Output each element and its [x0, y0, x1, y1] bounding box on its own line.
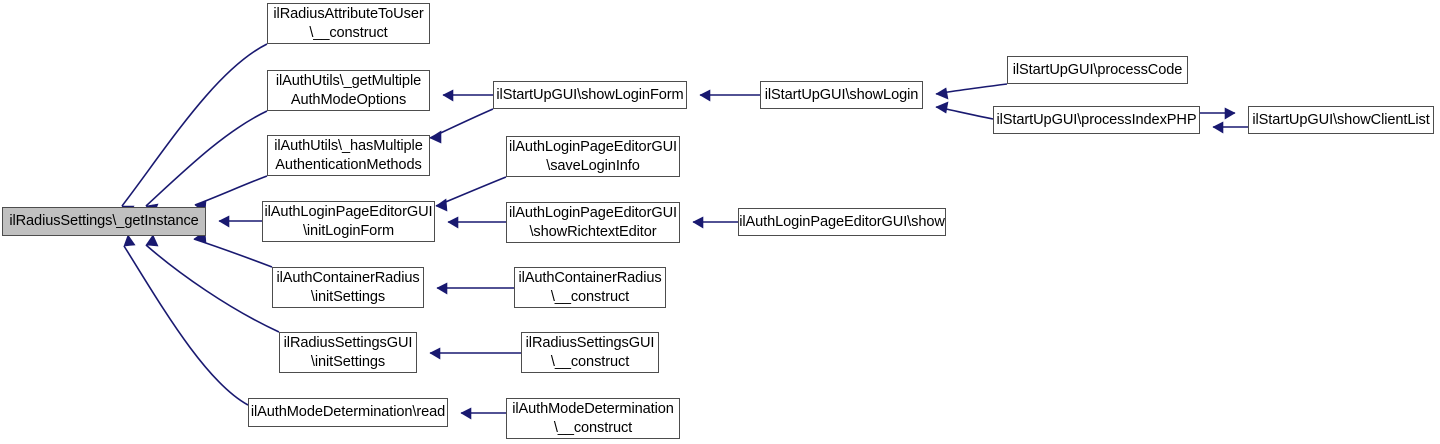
graph-node-label: ilRadiusSettingsGUI \__construct	[525, 334, 655, 370]
graph-node-modeDeterminationConstruct[interactable]: ilAuthModeDetermination \__construct	[506, 398, 680, 439]
graph-node-label: ilAuthContainerRadius \__construct	[518, 269, 662, 305]
arrowhead-icon	[442, 89, 454, 102]
graph-node-label: ilRadiusAttributeToUser \__construct	[273, 5, 424, 41]
graph-node-radiusAttributeToUserConstruct[interactable]: ilRadiusAttributeToUser \__construct	[267, 3, 430, 44]
graph-node-label: ilStartUpGUI\showClientList	[1252, 111, 1430, 128]
arrowhead-icon	[692, 216, 704, 229]
arrowhead-icon	[429, 347, 441, 360]
graph-node-label: ilStartUpGUI\showLoginForm	[496, 86, 684, 103]
arrowhead-icon	[1212, 121, 1224, 134]
graph-node-label: ilRadiusSettingsGUI \initSettings	[283, 334, 413, 370]
graph-node-showRichtextEditor[interactable]: ilAuthLoginPageEditorGUI \showRichtextEd…	[506, 202, 680, 243]
call-edge-getMultipleAuthModeOptions-to-getInstance	[145, 110, 268, 207]
arrowhead-icon	[935, 87, 949, 100]
arrowhead-icon	[123, 234, 136, 247]
graph-node-processCode[interactable]: ilStartUpGUI\processCode	[1007, 56, 1188, 84]
arrowhead-icon	[145, 234, 159, 247]
arrowhead-icon	[218, 215, 230, 228]
call-edge-hasMultipleAuthenticationMethods-to-getInstance	[194, 175, 268, 206]
graph-node-showLogin[interactable]: ilStartUpGUI\showLogin	[760, 81, 923, 109]
arrowhead-icon	[435, 198, 448, 212]
graph-node-label: ilAuthLoginPageEditorGUI\show	[739, 213, 945, 230]
graph-node-label: ilAuthLoginPageEditorGUI \showRichtextEd…	[509, 204, 677, 240]
graph-node-label: ilAuthModeDetermination\read	[250, 404, 446, 421]
graph-node-label: ilStartUpGUI\processCode	[1012, 61, 1183, 78]
graph-node-processIndexPHP[interactable]: ilStartUpGUI\processIndexPHP	[993, 106, 1200, 134]
graph-node-modeDeterminationRead[interactable]: ilAuthModeDetermination\read	[248, 398, 448, 427]
graph-node-initLoginForm[interactable]: ilAuthLoginPageEditorGUI \initLoginForm	[262, 201, 435, 242]
arrowhead-icon	[429, 130, 442, 144]
graph-node-label: ilStartUpGUI\showLogin	[764, 86, 919, 103]
graph-node-containerRadiusConstruct[interactable]: ilAuthContainerRadius \__construct	[514, 267, 666, 308]
graph-node-containerRadiusInitSettings[interactable]: ilAuthContainerRadius \initSettings	[272, 267, 424, 308]
graph-node-label: ilAuthModeDetermination \__construct	[512, 400, 674, 436]
graph-node-label: ilAuthUtils\_hasMultiple AuthenticationM…	[274, 137, 423, 173]
graph-node-label: ilStartUpGUI\processIndexPHP	[996, 111, 1197, 128]
arrowhead-icon	[935, 101, 949, 114]
graph-node-showClientList[interactable]: ilStartUpGUI\showClientList	[1248, 106, 1434, 134]
graph-node-getInstance[interactable]: ilRadiusSettings\_getInstance	[2, 207, 206, 236]
graph-node-hasMultipleAuthenticationMethods[interactable]: ilAuthUtils\_hasMultiple AuthenticationM…	[267, 135, 430, 176]
graph-node-label: ilAuthLoginPageEditorGUI \saveLoginInfo	[509, 138, 677, 174]
call-edge-radiusAttributeToUserConstruct-to-getInstance	[121, 43, 268, 207]
arrowhead-icon	[460, 407, 472, 420]
arrowhead-icon	[447, 216, 459, 229]
graph-node-saveLoginInfo[interactable]: ilAuthLoginPageEditorGUI \saveLoginInfo	[506, 136, 680, 177]
graph-node-loginPageEditorShow[interactable]: ilAuthLoginPageEditorGUI\show	[738, 208, 946, 236]
graph-node-label: ilAuthUtils\_getMultiple AuthModeOptions	[275, 72, 422, 108]
call-edge-modeDeterminationRead-to-getInstance	[123, 245, 249, 406]
graph-node-label: ilAuthLoginPageEditorGUI \initLoginForm	[264, 203, 433, 239]
graph-node-label: ilAuthContainerRadius \initSettings	[276, 269, 420, 305]
arrowhead-icon	[436, 282, 448, 295]
graph-node-showLoginForm[interactable]: ilStartUpGUI\showLoginForm	[493, 81, 687, 109]
arrowhead-icon	[699, 89, 711, 102]
call-edge-radiusSettingsGUIInitSettings-to-getInstance	[145, 244, 280, 333]
graph-node-radiusSettingsGUIConstruct[interactable]: ilRadiusSettingsGUI \__construct	[521, 332, 659, 373]
graph-node-getMultipleAuthModeOptions[interactable]: ilAuthUtils\_getMultiple AuthModeOptions	[267, 70, 430, 111]
graph-node-label: ilRadiusSettings\_getInstance	[9, 213, 199, 230]
arrowhead-icon	[1224, 107, 1236, 120]
graph-node-radiusSettingsGUIInitSettings[interactable]: ilRadiusSettingsGUI \initSettings	[279, 332, 417, 373]
